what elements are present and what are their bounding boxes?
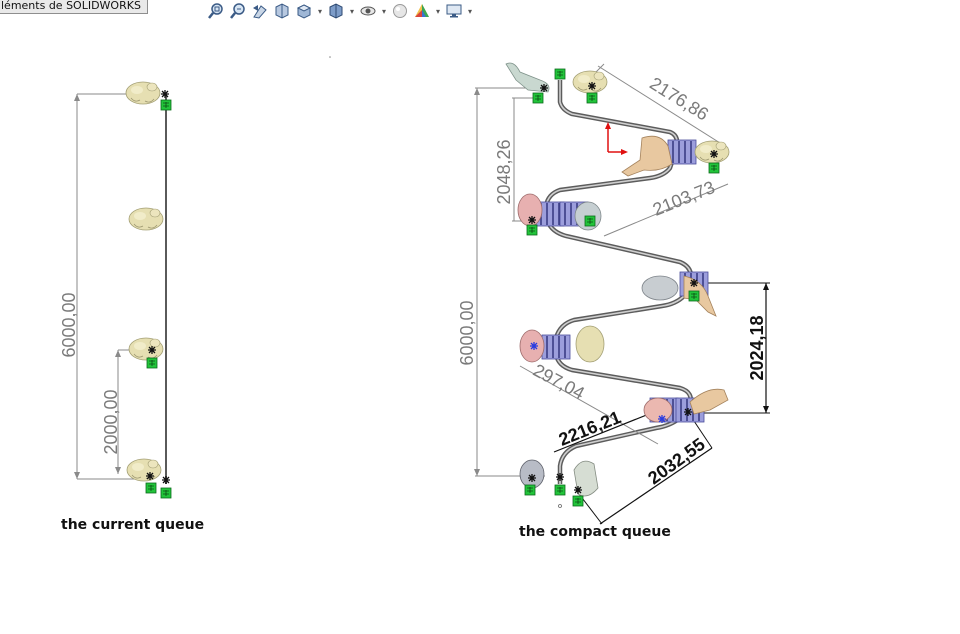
dimension-spacing-label[interactable]: 2000,00 bbox=[101, 389, 121, 454]
mate-marker[interactable] bbox=[554, 484, 566, 496]
previous-view-icon[interactable] bbox=[250, 1, 270, 21]
animal-model-right-gray[interactable] bbox=[641, 275, 679, 301]
dimension-right-vertical-label[interactable]: 2024,18 bbox=[747, 315, 767, 380]
animal-model-top-left[interactable] bbox=[505, 62, 550, 93]
mate-marker[interactable] bbox=[160, 487, 172, 499]
apply-scene-icon[interactable] bbox=[412, 1, 432, 21]
pig-model-3[interactable] bbox=[128, 337, 164, 361]
mate-marker[interactable] bbox=[708, 162, 720, 174]
animal-model-upper-center[interactable] bbox=[621, 135, 673, 177]
zoom-to-fit-icon[interactable] bbox=[206, 1, 226, 21]
hide-show-items-icon[interactable] bbox=[358, 1, 378, 21]
apply-scene-dropdown-icon[interactable]: ▾ bbox=[435, 6, 440, 16]
mate-marker[interactable] bbox=[526, 224, 538, 236]
mate-marker[interactable] bbox=[572, 495, 584, 507]
mate-marker[interactable] bbox=[532, 92, 544, 104]
section-view-icon[interactable] bbox=[272, 1, 292, 21]
solidworks-tab[interactable]: léments de SOLIDWORKS bbox=[0, 0, 148, 14]
dimension-height-label[interactable]: 2048,26 bbox=[494, 139, 514, 204]
dimension-left-diagonal-label[interactable]: 297,04 bbox=[530, 360, 588, 404]
roller-unit[interactable] bbox=[667, 139, 697, 165]
view-orientation-dropdown-icon[interactable]: ▾ bbox=[317, 6, 322, 16]
pig-model-4[interactable] bbox=[126, 458, 162, 482]
edit-appearance-icon[interactable] bbox=[390, 1, 410, 21]
compact-queue-drawing: 6000,00 2048,26 2176,86 2103,73 2024,18 … bbox=[329, 56, 770, 525]
dimension-total-label[interactable]: 6000,00 bbox=[457, 300, 477, 365]
mate-marker[interactable] bbox=[160, 99, 172, 111]
mate-marker[interactable] bbox=[554, 68, 566, 80]
mate-marker[interactable] bbox=[688, 290, 700, 302]
view-settings-dropdown-icon[interactable]: ▾ bbox=[467, 6, 472, 16]
display-style-icon[interactable] bbox=[326, 1, 346, 21]
display-style-dropdown-icon[interactable]: ▾ bbox=[349, 6, 354, 16]
zoom-to-area-icon[interactable] bbox=[228, 1, 248, 21]
roller-unit[interactable] bbox=[541, 334, 571, 360]
heads-up-view-toolbar: ▾ ▾ ▾ ▾ ▾ bbox=[206, 0, 474, 22]
hide-show-dropdown-icon[interactable]: ▾ bbox=[381, 6, 386, 16]
mate-marker[interactable] bbox=[584, 215, 596, 227]
mate-marker[interactable] bbox=[586, 92, 598, 104]
mate-marker[interactable] bbox=[524, 484, 536, 496]
compact-queue-caption: the compact queue bbox=[519, 524, 671, 540]
pig-model-top[interactable] bbox=[572, 70, 608, 94]
animal-model-right-tan[interactable] bbox=[683, 275, 717, 317]
current-queue-caption: the current queue bbox=[61, 517, 205, 533]
mate-marker[interactable] bbox=[146, 357, 158, 369]
dimension-total-label[interactable]: 6000,00 bbox=[59, 292, 79, 357]
animal-model-mid-yellow[interactable] bbox=[575, 325, 605, 363]
current-queue-drawing: 6000,00 2000,00 bbox=[59, 81, 172, 499]
view-orientation-icon[interactable] bbox=[294, 1, 314, 21]
view-settings-icon[interactable] bbox=[444, 1, 464, 21]
dimension-mid-diagonal-label[interactable]: 2103,73 bbox=[650, 177, 718, 220]
pig-model-2[interactable] bbox=[128, 207, 164, 231]
animal-model-lower-tan[interactable] bbox=[689, 388, 729, 415]
pig-model-1[interactable] bbox=[125, 81, 161, 105]
mate-marker[interactable] bbox=[145, 482, 157, 494]
